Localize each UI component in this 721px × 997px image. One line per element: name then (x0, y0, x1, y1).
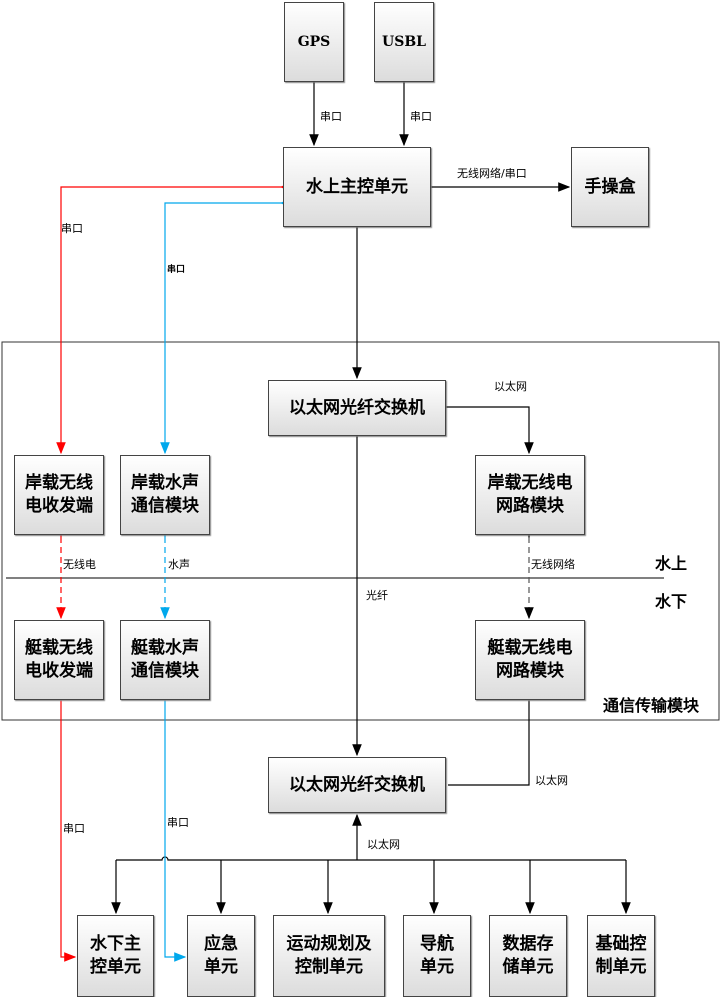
ship-acoustic-module: 艇载水声通信模块 (120, 620, 210, 700)
eth-right-label: 以太网 (535, 774, 568, 787)
blue-serial-lines (160, 198, 292, 962)
comm-module-title: 通信传输模块 (603, 696, 700, 715)
red-bottom-label: 串口 (63, 822, 85, 835)
wireless-net-label: 无线网络 (531, 558, 575, 571)
navigation-unit-box: 导航单元 (403, 915, 471, 997)
below-water-label: 水下 (655, 592, 688, 611)
usbl-link-label: 串口 (410, 110, 432, 123)
ship-radio-transceiver: 艇载无线电收发端 (14, 620, 104, 700)
hand-link-label: 无线网络/串口 (457, 167, 527, 180)
eth-top-label: 以太网 (494, 380, 527, 393)
emergency-unit-box: 应急单元 (187, 915, 255, 997)
acoustic-label: 水声 (168, 558, 190, 571)
blue-bottom-label: 串口 (167, 816, 189, 829)
surface-main-control-box: 水上主控单元 (283, 147, 431, 227)
radio-label: 无线电 (63, 558, 96, 571)
red-top-label: 串口 (61, 222, 83, 235)
fiber-label: 光纤 (366, 589, 388, 602)
above-water-label: 水上 (655, 554, 688, 573)
ship-radio-network-module: 艇载无线电网路模块 (475, 620, 585, 700)
switch-shore-net-link (437, 402, 534, 455)
ethernet-fiber-switch-top: 以太网光纤交换机 (268, 380, 446, 436)
red-serial-lines (56, 182, 292, 962)
eth-bottom-label: 以太网 (367, 838, 400, 851)
underwater-main-control-box: 水下主控单元 (77, 915, 154, 997)
shore-radio-network-module: 岸载无线电网路模块 (475, 455, 585, 535)
ethernet-bus (116, 856, 626, 861)
data-storage-box: 数据存储单元 (489, 915, 567, 997)
gps-link-label: 串口 (320, 110, 342, 123)
basic-control-box: 基础控制单元 (587, 915, 655, 997)
handbox-box: 手操盒 (571, 147, 649, 227)
usbl-box: USBL (374, 2, 434, 82)
gps-box: GPS (284, 2, 344, 82)
shore-radio-transceiver: 岸载无线电收发端 (14, 455, 104, 535)
blue-top-label: 串口 (167, 265, 186, 275)
ethernet-fiber-switch-bottom: 以太网光纤交换机 (268, 757, 446, 813)
shore-acoustic-module: 岸载水声通信模块 (120, 455, 210, 535)
ship-net-switch-link (448, 675, 534, 786)
motion-planning-box: 运动规划及控制单元 (273, 915, 385, 997)
